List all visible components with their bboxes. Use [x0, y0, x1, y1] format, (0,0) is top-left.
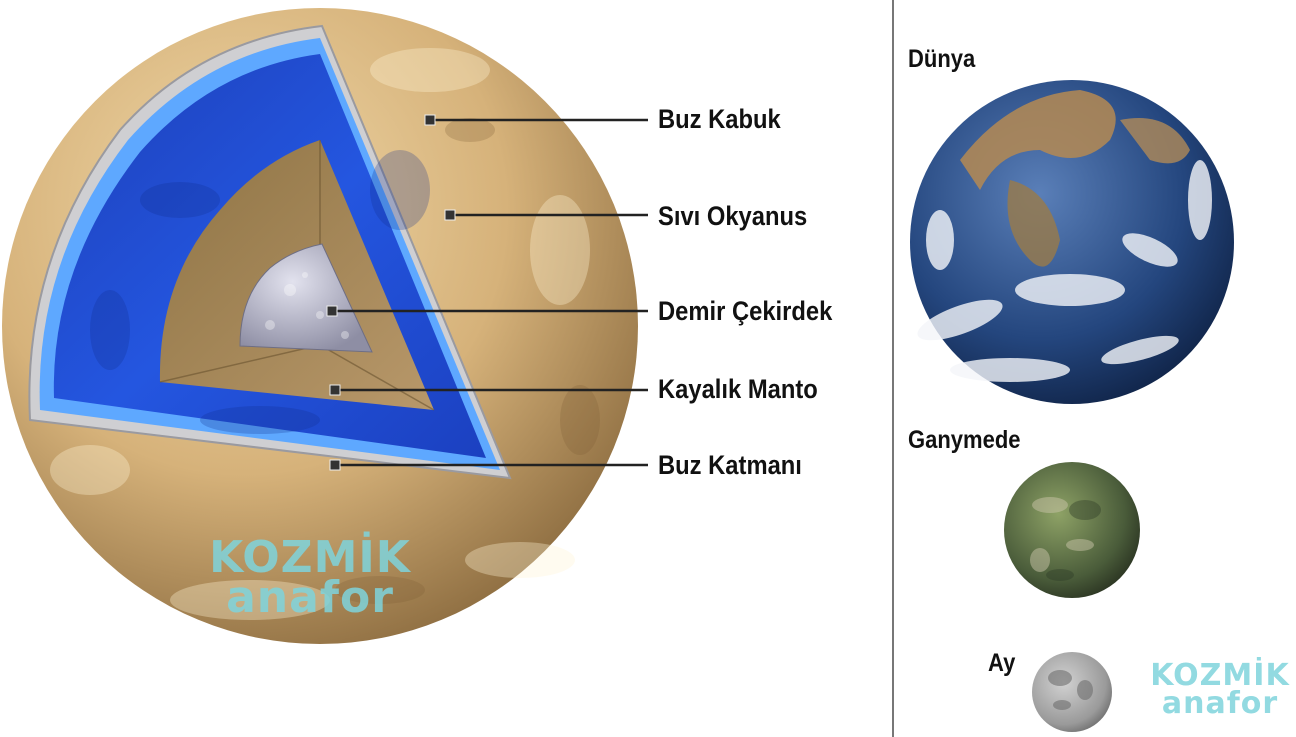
- watermark-line2: anafor: [205, 578, 415, 618]
- layer-label-ice-crust: Buz Kabuk: [658, 103, 781, 135]
- moon-globe: [1032, 652, 1112, 732]
- watermark-logo-main: KOZMİK anafor: [205, 538, 415, 619]
- label-earth: Dünya: [908, 44, 975, 74]
- ganymede-globe: [1004, 462, 1140, 598]
- watermark-logo-corner: KOZMİK anafor: [1148, 662, 1292, 717]
- label-ganymede: Ganymede: [908, 425, 1021, 455]
- watermark-corner-line2: anafor: [1148, 690, 1292, 718]
- layer-label-ice-layer: Buz Katmanı: [658, 449, 802, 481]
- layer-label-liquid-ocean: Sıvı Okyanus: [658, 200, 807, 232]
- layer-label-iron-core: Demir Çekirdek: [658, 295, 832, 327]
- earth-globe: [910, 80, 1234, 404]
- layer-label-rocky-mantle: Kayalık Manto: [658, 373, 818, 405]
- label-moon: Ay: [988, 648, 1015, 678]
